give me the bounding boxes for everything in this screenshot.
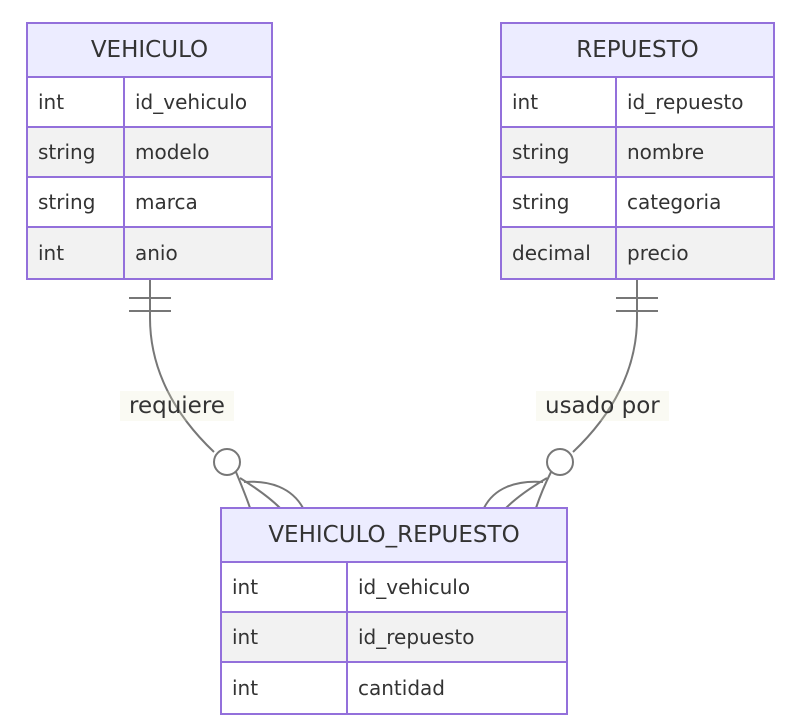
entity-repuesto-title: REPUESTO [502,24,773,78]
entity-vehiculo-repuesto[interactable]: VEHICULO_REPUESTO int id_vehiculo int id… [220,507,568,715]
attribute-row: int id_vehiculo [28,78,271,128]
attribute-row: int anio [28,228,271,278]
relationship-label-usado-por: usado por [536,391,669,421]
attribute-name: cantidad [358,676,445,700]
attribute-type: int [28,78,125,126]
entity-repuesto[interactable]: REPUESTO int id_repuesto string nombre s… [500,22,775,280]
attribute-row: int id_repuesto [502,78,773,128]
requiere-zero-circle [213,448,241,476]
entity-vehiculo-title: VEHICULO [28,24,271,78]
attribute-type: int [28,228,125,278]
attribute-row: string marca [28,178,271,228]
attribute-row: string categoria [502,178,773,228]
entity-vehiculo[interactable]: VEHICULO int id_vehiculo string modelo s… [26,22,273,280]
attribute-name: id_vehiculo [358,575,471,599]
attribute-type: string [502,128,617,176]
attribute-type: string [28,128,125,176]
attribute-type: int [222,663,348,713]
relationship-label-requiere: requiere [120,391,234,421]
attribute-row: int id_vehiculo [222,563,566,613]
attribute-row: int cantidad [222,663,566,713]
usado-por-crowfoot-right [535,471,552,509]
attribute-type: string [28,178,125,226]
requiere-crowfoot-mid [239,477,281,509]
attribute-name: precio [627,241,689,265]
attribute-type: string [502,178,617,226]
attribute-name: marca [135,190,198,214]
usado-por-zero-circle [546,448,574,476]
relationship-requiere-line [129,279,304,509]
attribute-row: string nombre [502,128,773,178]
attribute-type: int [222,613,348,661]
attribute-row: decimal precio [502,228,773,278]
attribute-name: nombre [627,140,705,164]
attribute-type: int [222,563,348,611]
attribute-name: id_vehiculo [135,90,248,114]
relationship-usado-por-line [483,279,658,509]
usado-por-crowfoot-left [483,480,544,509]
attribute-type: decimal [502,228,617,278]
usado-por-crowfoot-mid [505,477,548,509]
attribute-name: modelo [135,140,210,164]
attribute-row: int id_repuesto [222,613,566,663]
usado-por-curve [572,279,638,453]
requiere-crowfoot-left [235,471,251,509]
requiere-crowfoot-right [243,480,304,509]
attribute-type: int [502,78,617,126]
attribute-name: id_repuesto [358,625,475,649]
entity-vehiculo-repuesto-title: VEHICULO_REPUESTO [222,509,566,563]
attribute-name: id_repuesto [627,90,744,114]
attribute-name: anio [135,241,178,265]
attribute-row: string modelo [28,128,271,178]
requiere-curve [149,279,215,453]
attribute-name: categoria [627,190,722,214]
